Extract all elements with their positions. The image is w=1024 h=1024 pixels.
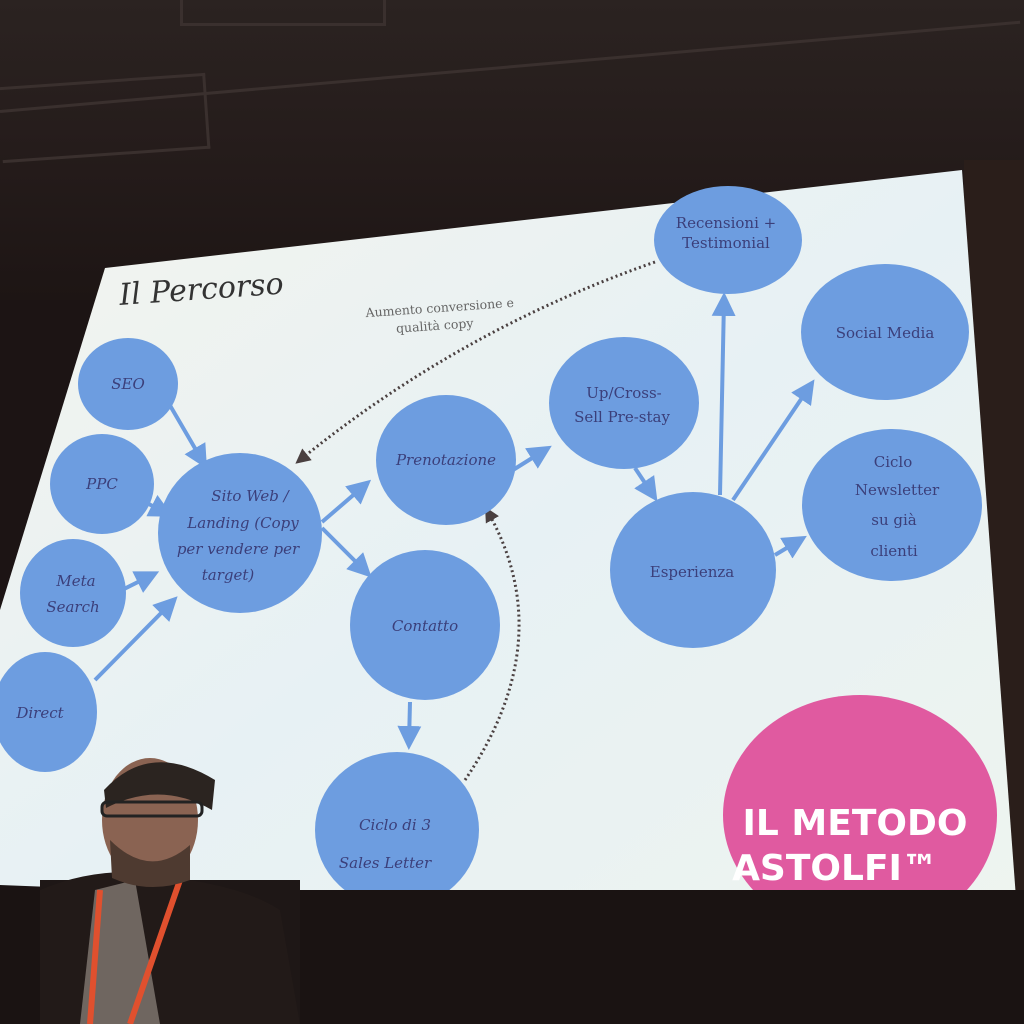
svg-text:per vendere per: per vendere per: [177, 540, 300, 558]
arrow-meta-to-site: [121, 571, 160, 593]
arrow-site-to-booking: [320, 479, 372, 524]
svg-text:Ciclo: Ciclo: [874, 453, 913, 471]
arrow-direct-to-site: [93, 596, 178, 682]
node-ciclo-sales-letter: Ciclo di 3 Sales Letter: [315, 752, 479, 908]
svg-text:Ciclo di 3: Ciclo di 3: [359, 816, 431, 834]
node-meta-search: Meta Search: [20, 539, 126, 647]
node-prenotazione: Prenotazione: [376, 395, 516, 525]
node-newsletter: Ciclo Newsletter su già clienti: [802, 429, 982, 581]
annotation-text: qualità copy: [395, 315, 474, 335]
svg-text:Social Media: Social Media: [836, 324, 935, 342]
svg-text:Recensioni +: Recensioni +: [676, 214, 776, 232]
svg-text:Meta: Meta: [55, 572, 95, 590]
svg-text:Sales Letter: Sales Letter: [339, 854, 432, 872]
metodo-astolfi-badge: IL METODO ASTOLFI™: [723, 695, 997, 935]
svg-text:Sell Pre-stay: Sell Pre-stay: [574, 408, 670, 426]
node-recensioni: Recensioni + Testimonial: [654, 186, 802, 294]
arrow-experience-to-social: [731, 379, 815, 502]
node-up-cross-sell: Up/Cross- Sell Pre-stay: [549, 337, 699, 469]
node-esperienza: Esperienza: [610, 492, 776, 648]
svg-text:Direct: Direct: [15, 704, 64, 722]
svg-text:Sito Web /: Sito Web /: [211, 487, 290, 505]
svg-text:PPC: PPC: [85, 475, 118, 493]
svg-text:IL METODO: IL METODO: [743, 803, 968, 844]
arrow-booking-to-upsell: [511, 445, 552, 472]
svg-text:Search: Search: [46, 598, 99, 616]
svg-text:Contatto: Contatto: [392, 617, 458, 635]
node-ppc: PPC: [50, 434, 154, 534]
arrow-upsell-to-experience: [633, 466, 658, 502]
svg-text:Esperienza: Esperienza: [650, 563, 735, 581]
svg-text:ASTOLFI™: ASTOLFI™: [732, 848, 938, 889]
speaker-figure: [40, 758, 300, 1024]
svg-text:Up/Cross-: Up/Cross-: [586, 384, 661, 402]
svg-text:su già: su già: [871, 511, 917, 529]
arrow-site-to-contact: [320, 526, 372, 578]
node-social-media: Social Media: [801, 264, 969, 400]
arrow-experience-to-newsletter: [773, 535, 807, 559]
svg-text:Landing (Copy: Landing (Copy: [186, 514, 299, 532]
svg-text:Testimonial: Testimonial: [682, 234, 770, 252]
arrow-contact-to-letters: [397, 701, 422, 750]
svg-text:Prenotazione: Prenotazione: [395, 451, 496, 469]
dotted-arrow-reviews-to-site: [295, 260, 656, 464]
node-sito-web: Sito Web / Landing (Copy per vendere per…: [158, 453, 322, 613]
node-contatto: Contatto: [350, 550, 500, 700]
ceiling-panel: [180, 0, 386, 26]
svg-text:clienti: clienti: [870, 542, 918, 560]
arrow-seo-to-site: [166, 400, 208, 469]
node-direct: Direct: [0, 652, 97, 772]
arrow-experience-to-reviews: [711, 292, 736, 496]
svg-text:SEO: SEO: [111, 375, 145, 393]
node-seo: SEO: [78, 338, 178, 430]
svg-text:Newsletter: Newsletter: [855, 481, 940, 499]
svg-text:target): target): [202, 566, 255, 584]
